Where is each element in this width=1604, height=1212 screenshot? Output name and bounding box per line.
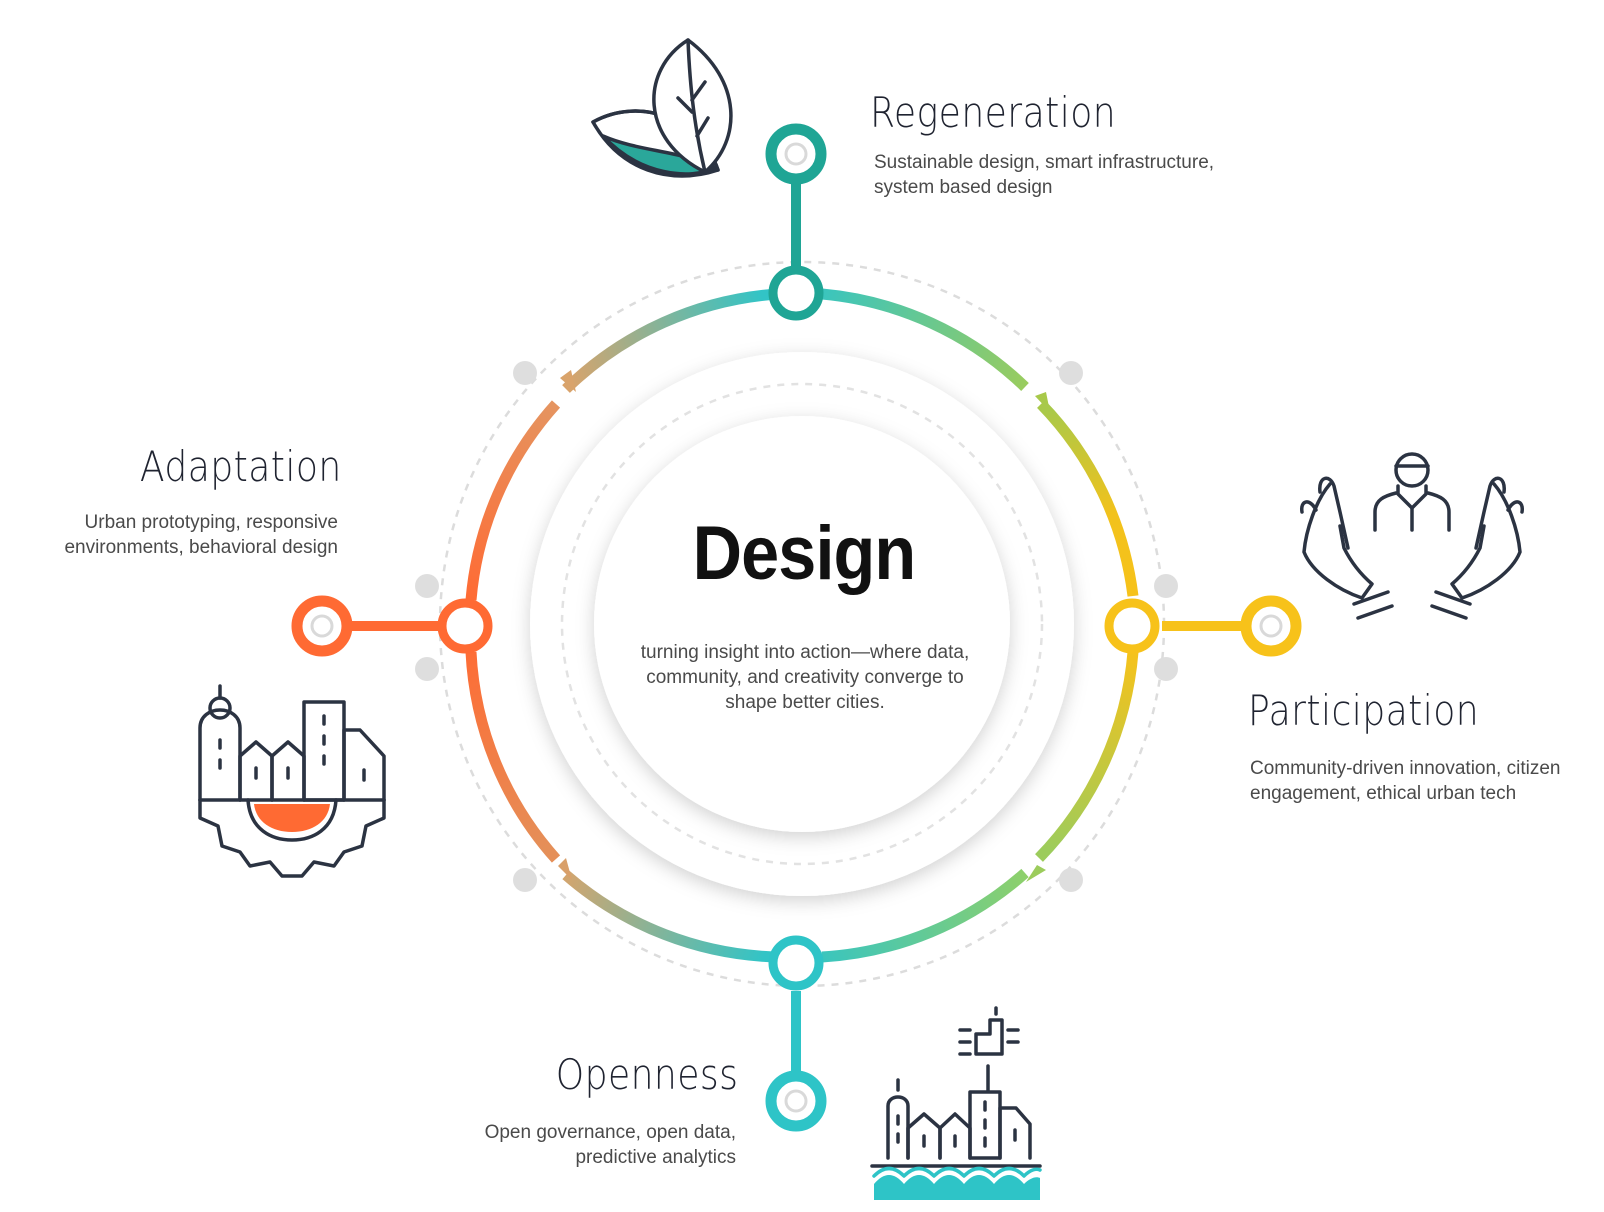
- node-openness-inner: [768, 935, 824, 991]
- node-openness-core: [784, 1089, 808, 1113]
- ring-segment-left-lower: [465, 651, 561, 863]
- track-dot: [415, 574, 439, 598]
- leaves-icon: [591, 38, 733, 178]
- ring-segment-top-right: [821, 288, 1029, 391]
- adaptation-description: Urban prototyping, responsive environmen…: [64, 512, 338, 558]
- participation-description: Community-driven innovation, citizen eng…: [1250, 758, 1561, 804]
- ring-segment-right-lower: [1035, 651, 1139, 862]
- track-dots: [415, 361, 1178, 892]
- ring-arrows: [558, 370, 1050, 882]
- track-dot: [513, 868, 537, 892]
- hands-holding-person-icon: [1300, 452, 1524, 620]
- track-dot: [415, 657, 439, 681]
- arrow-top-left: [560, 370, 576, 392]
- waterfront-city-icon: [870, 1006, 1042, 1200]
- inner-dashed-ring: [560, 382, 1044, 866]
- node-participation-inner: [1104, 598, 1160, 654]
- adaptation-title: Adaptation: [140, 442, 342, 491]
- track-dot: [1154, 574, 1178, 598]
- terminal-nodes: [291, 123, 1302, 1132]
- openness-description: Open governance, open data, predictive a…: [484, 1122, 736, 1168]
- ring-segment-bottom-left: [562, 870, 779, 963]
- arrow-bottom-left: [558, 858, 572, 880]
- ring-segment-bottom-right: [821, 868, 1029, 963]
- arrow-top-right: [1035, 392, 1050, 412]
- node-adaptation-inner: [437, 598, 493, 654]
- node-participation-core: [1259, 614, 1283, 638]
- node-regeneration-core: [784, 142, 808, 166]
- ring-nodes: [437, 265, 1160, 991]
- center-description: turning insight into action—where data, …: [640, 642, 970, 713]
- node-regeneration-inner: [768, 265, 824, 321]
- regeneration-description: Sustainable design, smart infrastructure…: [874, 152, 1215, 198]
- ring-segment-left-upper: [465, 400, 561, 601]
- regeneration-title: Regeneration: [870, 88, 1117, 137]
- main-ring: [465, 288, 1139, 963]
- center-title: Design: [692, 511, 917, 596]
- participation-title: Participation: [1248, 686, 1480, 735]
- connectors: [350, 183, 1246, 1075]
- node-adaptation-core: [310, 614, 334, 638]
- ring-segment-top-left: [562, 288, 779, 393]
- track-dot: [513, 361, 537, 385]
- track-dot: [1154, 657, 1178, 681]
- arrow-bottom-right: [1026, 865, 1046, 882]
- track-dot: [1059, 361, 1083, 385]
- ring-segment-right-upper: [1037, 400, 1139, 597]
- openness-title: Openness: [555, 1050, 738, 1099]
- city-gear-icon: [198, 684, 386, 878]
- track-dot: [1059, 868, 1083, 892]
- center-disc: [594, 416, 1010, 832]
